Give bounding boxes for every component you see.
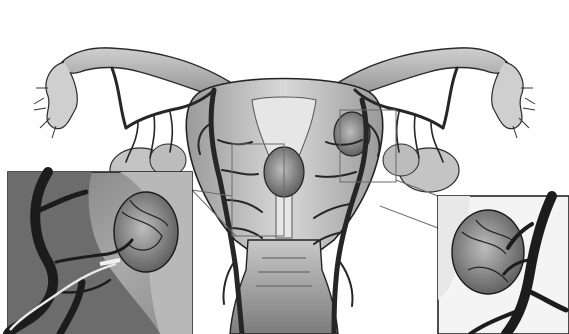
connector-right-2 [380,206,438,228]
inset-left-fibroid [114,192,178,272]
left-inset [8,172,192,334]
cervix [230,240,338,334]
right-ovary-lobe [383,144,419,176]
inset-right-fibroid [452,210,524,294]
right-inset [438,196,569,334]
